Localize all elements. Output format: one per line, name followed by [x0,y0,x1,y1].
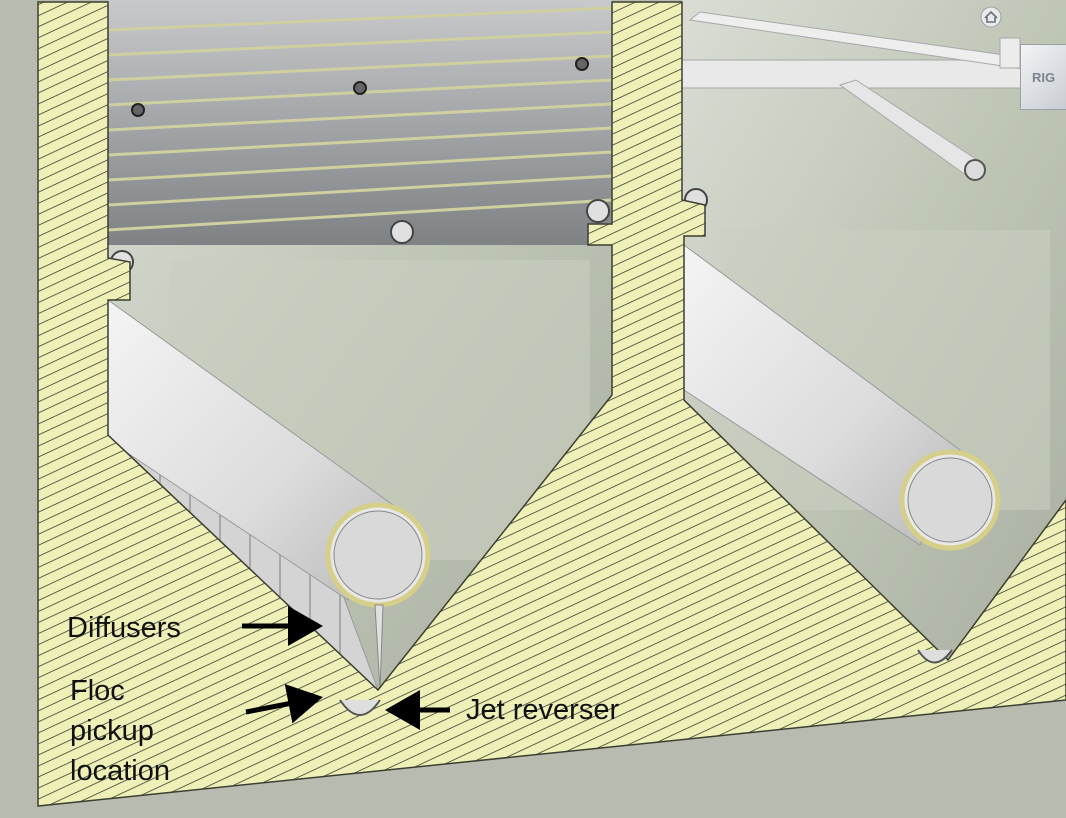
left-influent-manifold-pipe [107,299,431,691]
floc-pickup-line-1: Floc [70,675,125,707]
concrete-section [37,1,1066,807]
floc-pickup-location-label: Floc pickup location [70,671,170,791]
jet-reverser-label: Jet reverser [466,694,620,726]
plate-settlers [107,0,613,245]
home-icon[interactable] [980,6,1002,28]
diffusers-label: Diffusers [67,612,181,644]
manifold-pipes [681,11,1043,181]
floc-pickup-line-2: pickup [70,715,154,747]
right-jet-reverser [917,649,953,664]
left-jet-reverser [339,699,381,716]
view-cube[interactable]: RIG [1020,44,1066,110]
view-cube-face-label: RIG [1031,69,1056,85]
floc-pickup-arrow [245,684,323,724]
floc-pickup-line-3: location [70,755,170,787]
